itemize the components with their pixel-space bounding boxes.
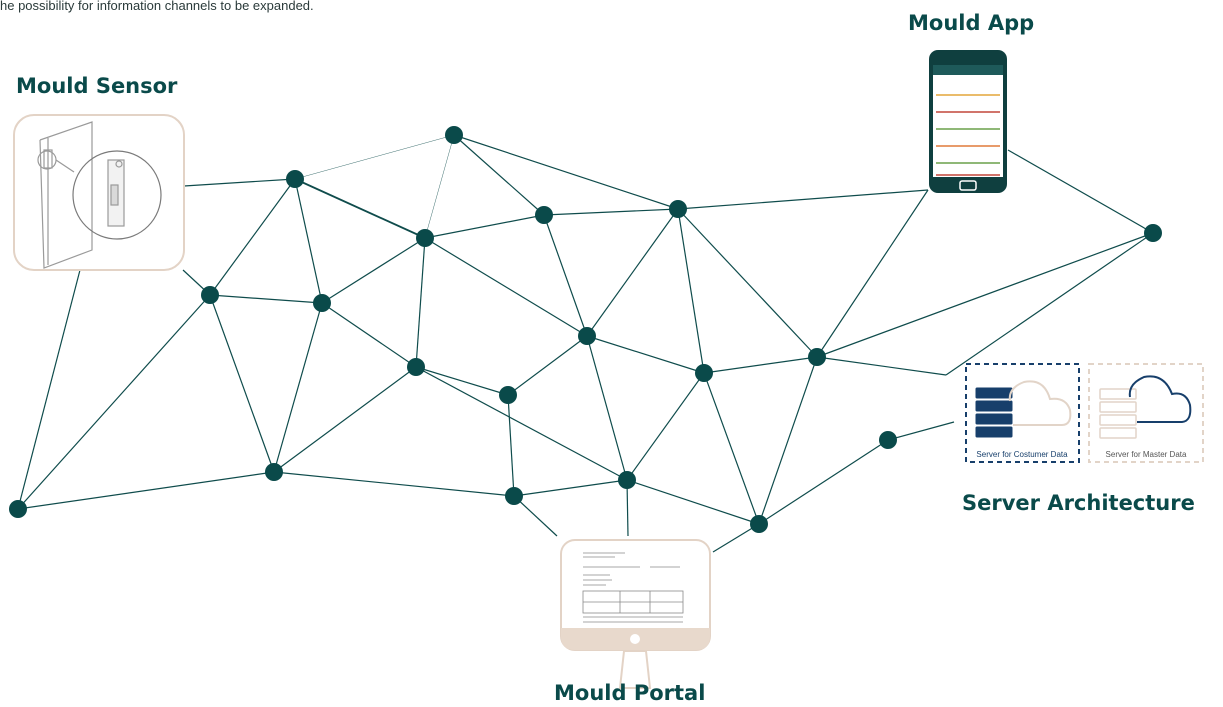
network-edge [294, 134, 455, 180]
server-master-box: Server for Master Data [1088, 363, 1204, 463]
network-edge [543, 208, 679, 216]
network-edge [626, 479, 629, 537]
mould-sensor-panel [13, 114, 185, 271]
network-edge [209, 178, 296, 296]
network-edge [294, 178, 323, 304]
network-edge [424, 134, 455, 239]
network-node [578, 327, 596, 345]
network-edges [17, 134, 1154, 553]
smartphone-icon [929, 50, 1007, 193]
network-edge [273, 471, 515, 497]
mould-sensor-illustration [37, 121, 162, 269]
server-architecture-heading: Server Architecture [962, 491, 1195, 515]
network-edge [677, 189, 929, 210]
network-node [407, 358, 425, 376]
monitor-icon [560, 539, 711, 689]
app-list-rows [936, 94, 1000, 176]
network-edge [1007, 149, 1154, 234]
network-edge [321, 302, 417, 368]
network-edge [424, 237, 588, 337]
network-edge [415, 366, 509, 396]
network-node [535, 206, 553, 224]
network-node [286, 170, 304, 188]
network-edge [453, 134, 545, 216]
network-edge [677, 208, 818, 358]
network-edge [626, 372, 705, 481]
network-edge [415, 237, 426, 368]
network-node [201, 286, 219, 304]
mould-sensor-heading: Mould Sensor [16, 74, 178, 98]
network-edge [453, 134, 679, 210]
document-preview [582, 552, 684, 623]
network-node [750, 515, 768, 533]
network-edge [586, 335, 705, 374]
network-edge [17, 269, 81, 510]
network-edge [183, 178, 296, 187]
network-node [618, 471, 636, 489]
server-icon [1099, 388, 1137, 439]
network-edge [321, 237, 426, 304]
network-edge [507, 335, 588, 396]
mould-portal-heading: Mould Portal [554, 681, 706, 705]
network-edge [816, 356, 947, 376]
server-customer-label: Server for Costumer Data [976, 450, 1068, 459]
network-edge [209, 294, 323, 304]
network-edge [415, 366, 628, 481]
network-node [669, 200, 687, 218]
network-node [265, 463, 283, 481]
network-edge [513, 479, 628, 497]
network-edge [17, 294, 211, 510]
network-node [445, 126, 463, 144]
network-edge [586, 335, 628, 481]
caption-text: he possibility for information channels … [0, 0, 314, 13]
network-edge [758, 356, 818, 525]
network-edge [543, 214, 588, 337]
server-customer-box: Server for Costumer Data [965, 363, 1080, 463]
network-edge [945, 232, 1154, 376]
cloud-icon [1008, 380, 1072, 426]
server-icon [975, 387, 1013, 438]
network-edge [626, 479, 760, 525]
network-node [695, 364, 713, 382]
network-node [1144, 224, 1162, 242]
network-node [9, 500, 27, 518]
network-edge [887, 421, 955, 441]
network-node [505, 487, 523, 505]
network-edge [424, 214, 545, 239]
network-node [416, 229, 434, 247]
network-edge [294, 178, 426, 239]
network-edge [507, 394, 515, 497]
network-edge [17, 471, 275, 510]
network-edge [586, 208, 679, 337]
network-node [313, 294, 331, 312]
server-master-label: Server for Master Data [1106, 450, 1187, 459]
network-edge [273, 366, 417, 473]
network-edge [816, 189, 929, 358]
network-node [499, 386, 517, 404]
network-node [879, 431, 897, 449]
cloud-icon [1128, 375, 1192, 423]
network-nodes [9, 126, 1162, 533]
network-edge [273, 302, 323, 473]
network-edge [703, 372, 760, 525]
mould-app-heading: Mould App [908, 11, 1035, 35]
network-edge [816, 232, 1154, 358]
network-edge [677, 208, 705, 374]
network-node [808, 348, 826, 366]
network-edge [209, 294, 275, 473]
network-edge [513, 495, 558, 537]
network-edge [703, 356, 818, 374]
network-edge [758, 439, 889, 525]
